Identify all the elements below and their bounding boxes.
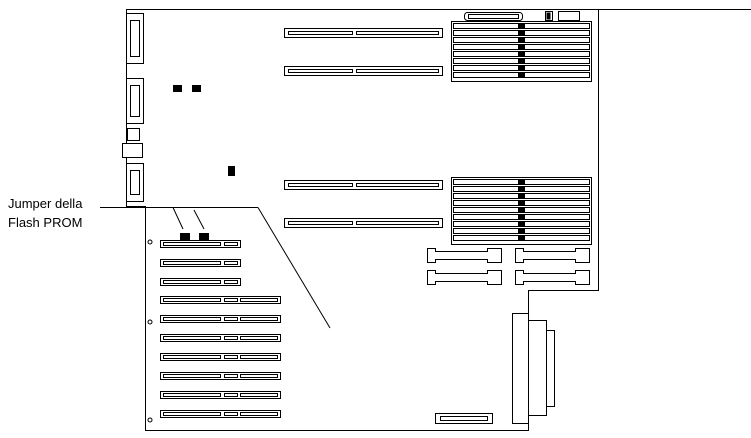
callout-label-line1: Jumper della bbox=[8, 196, 83, 211]
pci-slot-lower-pins bbox=[163, 374, 221, 378]
pci-slot-upper-pins bbox=[288, 31, 353, 35]
memory-slot-key bbox=[518, 59, 525, 63]
isa-slot-pins bbox=[224, 261, 238, 265]
memory-slot-key bbox=[518, 201, 525, 205]
pci-slot-lower-pins bbox=[240, 298, 278, 302]
pci-slot-upper-pins bbox=[288, 221, 353, 225]
board-outline bbox=[126, 9, 599, 431]
memory-slot-key bbox=[518, 24, 525, 28]
pci-slot-lower-pins bbox=[224, 355, 238, 359]
isa-slot-pins bbox=[163, 242, 221, 246]
memory-slot-key bbox=[518, 187, 525, 191]
top-right-components bbox=[464, 11, 580, 21]
pci-slot-lower-pins bbox=[224, 412, 238, 416]
memory-slot-key bbox=[518, 215, 525, 219]
back-panel-connectors bbox=[122, 13, 144, 202]
cpu-socket bbox=[515, 248, 590, 263]
cpu-socket bbox=[427, 270, 502, 285]
pci-slot-upper-pins bbox=[356, 221, 439, 225]
pci-slot-lower-pins bbox=[163, 393, 221, 397]
pci-slots-upper bbox=[284, 28, 443, 228]
memory-slot-key bbox=[518, 194, 525, 198]
pci-slot-lower-pins bbox=[224, 374, 238, 378]
pci-slot-lower-pins bbox=[240, 336, 278, 340]
mouse-connector bbox=[122, 143, 143, 158]
pci-slot-upper-pins bbox=[356, 183, 439, 187]
pci-slot-lower-pins bbox=[240, 355, 278, 359]
mount-holes bbox=[147, 239, 153, 423]
isa-slot-pins bbox=[224, 280, 238, 284]
cpu-socket bbox=[427, 248, 502, 263]
memory-slot-key bbox=[518, 45, 525, 49]
cpu-sockets bbox=[427, 248, 590, 285]
isa-slot-pins bbox=[224, 242, 238, 246]
pci-slot-lower-pins bbox=[224, 336, 238, 340]
memory-bank-top bbox=[451, 21, 592, 82]
expansion-slots-lower bbox=[160, 240, 281, 418]
pci-slot-upper-pins bbox=[288, 69, 353, 73]
pci-slot-lower-pins bbox=[163, 336, 221, 340]
callout-leader-lines bbox=[100, 207, 331, 329]
pci-slot-lower-pins bbox=[240, 317, 278, 321]
pci-slot-upper-pins bbox=[356, 69, 439, 73]
memory-bank-bottom bbox=[451, 177, 592, 245]
memory-slot-key bbox=[518, 38, 525, 42]
pci-slot-lower-pins bbox=[240, 393, 278, 397]
board-chips bbox=[173, 85, 235, 176]
pci-slot-lower-pins bbox=[224, 317, 238, 321]
memory-slot-key bbox=[518, 229, 525, 233]
isa-slot-pins bbox=[163, 261, 221, 265]
power-connector bbox=[512, 313, 555, 424]
pci-slot-lower-pins bbox=[240, 412, 278, 416]
memory-slot-key bbox=[518, 180, 525, 184]
cpu-socket bbox=[515, 270, 590, 285]
memory-slot-key bbox=[518, 31, 525, 35]
callout-label-line2: Flash PROM bbox=[8, 215, 83, 230]
flash-prom-jumpers bbox=[180, 233, 209, 241]
pci-slot-upper-pins bbox=[356, 31, 439, 35]
pci-slot-lower-pins bbox=[163, 355, 221, 359]
memory-slot-key bbox=[518, 73, 525, 77]
pci-slot-lower-pins bbox=[224, 393, 238, 397]
memory-slot-key bbox=[518, 52, 525, 56]
pci-slot-lower-pins bbox=[163, 298, 221, 302]
isa-slot-pins bbox=[163, 280, 221, 284]
memory-slot-key bbox=[518, 66, 525, 70]
memory-slot-key bbox=[518, 236, 525, 240]
pci-slot-lower-pins bbox=[163, 317, 221, 321]
memory-slot-key bbox=[518, 208, 525, 212]
keyboard-connector bbox=[127, 128, 140, 141]
pci-slot-lower-pins bbox=[240, 374, 278, 378]
pci-slot-upper-pins bbox=[288, 183, 353, 187]
bottom-connector bbox=[435, 413, 493, 424]
memory-slot-key bbox=[518, 222, 525, 226]
pci-slot-lower-pins bbox=[163, 412, 221, 416]
pci-slot-lower-pins bbox=[224, 298, 238, 302]
